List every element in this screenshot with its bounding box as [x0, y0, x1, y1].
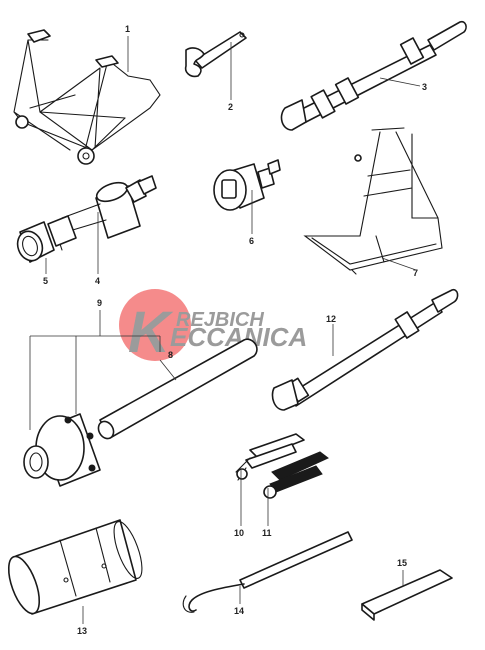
- tool-1-paddock-stand: [13, 29, 161, 165]
- watermark-line1: REJBICH: [176, 309, 264, 331]
- callout-13: 13: [77, 626, 87, 636]
- leader-lines: [29, 36, 421, 624]
- tool-7-front-stand: [303, 127, 443, 275]
- tool-11-pliers: [263, 451, 329, 499]
- tool-8-tube: [97, 338, 258, 440]
- tool-3-shaft: [280, 20, 467, 131]
- callout-3: 3: [422, 82, 427, 92]
- callout-2: 2: [228, 102, 233, 112]
- tool-13-sleeve: [7, 519, 143, 615]
- tool-9-clutch-holder: [23, 413, 101, 487]
- tool-14-hook-spanner: [182, 531, 353, 613]
- callout-numbers: 1 2 3 4 5 6 7 8 9 10 11 12 13 14 15: [43, 24, 427, 636]
- callout-15: 15: [397, 558, 407, 568]
- callout-5: 5: [43, 276, 48, 286]
- tool-12-shaft: [271, 288, 459, 411]
- tool-2-pin-spanner: [184, 31, 247, 78]
- watermark-logo: K REJBICH ECCANICA: [119, 289, 307, 365]
- callout-1: 1: [125, 24, 130, 34]
- callout-4: 4: [95, 276, 100, 286]
- tool-4-extractor: [47, 175, 157, 251]
- callout-6: 6: [249, 236, 254, 246]
- watermark-circle: [119, 289, 191, 361]
- watermark-initial: K: [128, 300, 174, 365]
- callout-9: 9: [97, 298, 102, 308]
- callout-11: 11: [262, 528, 272, 538]
- tool-6-hub-tool: [213, 159, 281, 211]
- callout-12: 12: [326, 314, 336, 324]
- tool-5-bushing: [16, 221, 55, 263]
- tool-10-pliers: [235, 433, 305, 481]
- tool-15-bar: [361, 569, 453, 621]
- callout-14: 14: [234, 606, 244, 616]
- callout-7: 7: [413, 268, 418, 278]
- callout-8: 8: [168, 350, 173, 360]
- callout-10: 10: [234, 528, 244, 538]
